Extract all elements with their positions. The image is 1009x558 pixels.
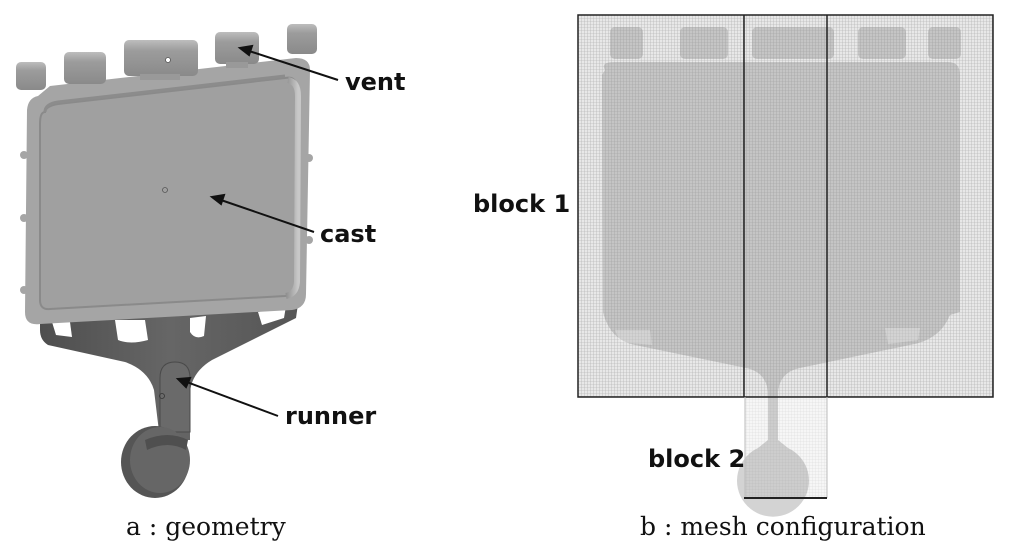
vent-5 bbox=[287, 24, 317, 54]
caption-b: b : mesh configuration bbox=[640, 512, 926, 541]
vent-shapes bbox=[16, 24, 317, 90]
cast-shape bbox=[20, 58, 313, 325]
block-1-mesh bbox=[578, 15, 993, 397]
geometry-silhouette bbox=[602, 27, 961, 517]
vent-2 bbox=[64, 52, 106, 84]
mesh-illustration bbox=[577, 14, 994, 517]
vent-1 bbox=[16, 62, 46, 90]
vent-label: vent bbox=[345, 68, 406, 96]
vent-arrow bbox=[245, 49, 339, 81]
panel-geometry: vent cast runner a : geometry bbox=[0, 0, 500, 558]
vent-3 bbox=[124, 40, 198, 76]
block-1-border bbox=[577, 14, 994, 398]
block-borders bbox=[577, 14, 994, 498]
runner-label: runner bbox=[285, 402, 377, 430]
runner-shape bbox=[40, 290, 300, 498]
block-2-mesh bbox=[745, 397, 827, 499]
block-1-label: block 1 bbox=[473, 190, 571, 218]
cast-arrow bbox=[217, 198, 315, 233]
cast-label: cast bbox=[320, 220, 377, 248]
panel-mesh-configuration: block 1 block 2 b : mesh configuration bbox=[470, 0, 1009, 558]
vent-4 bbox=[215, 32, 259, 64]
caption-a: a : geometry bbox=[126, 512, 286, 541]
block-2-label: block 2 bbox=[648, 445, 746, 473]
runner-arrow bbox=[183, 380, 279, 417]
geometry-illustration bbox=[16, 24, 339, 498]
